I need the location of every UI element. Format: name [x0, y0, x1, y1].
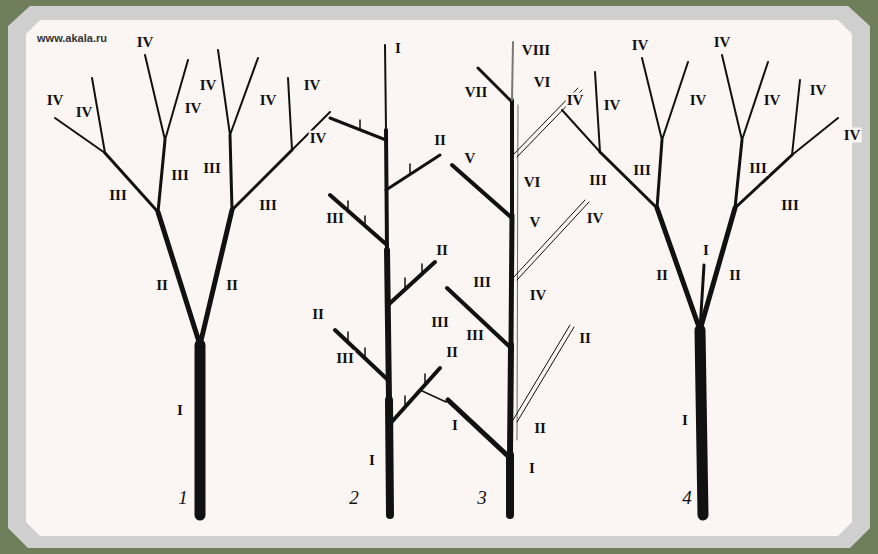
- branch-order: II: [433, 133, 447, 148]
- branch-order: III: [632, 163, 652, 178]
- branch-order: IV: [46, 93, 65, 108]
- branch-order: VII: [464, 85, 489, 100]
- trunk: [506, 455, 514, 515]
- branch-order: II: [435, 243, 449, 258]
- branch: [55, 50, 330, 153]
- branch-order: III: [325, 211, 345, 226]
- branch-order: IV: [199, 78, 218, 93]
- branch-order: II: [578, 331, 592, 346]
- branch: [330, 130, 440, 425]
- branch-order: III: [335, 351, 355, 366]
- figure-number: 2: [348, 488, 360, 507]
- branch-order: IV: [566, 93, 585, 108]
- branch-order: IV: [763, 93, 782, 108]
- branch: [562, 55, 838, 155]
- trunk: [510, 345, 511, 455]
- figure-number: 3: [476, 488, 488, 507]
- branch-order: II: [533, 421, 547, 436]
- panel: [26, 20, 852, 536]
- branch: [447, 100, 512, 348]
- branch-order: III: [780, 198, 800, 213]
- branch-order: III: [472, 275, 492, 290]
- figure-number: 1: [177, 488, 189, 507]
- branch-order: III: [258, 198, 278, 213]
- trunk: [195, 345, 206, 515]
- branch-order: VI: [533, 75, 552, 90]
- branch-order: IV: [809, 83, 828, 98]
- branch-order: III: [748, 161, 768, 176]
- branch-order: IV: [586, 211, 605, 226]
- branch-order: VI: [523, 175, 542, 190]
- branch-order: II: [728, 268, 742, 283]
- branch-order: V: [529, 215, 542, 230]
- frame: [8, 6, 870, 548]
- branch-order: IV: [689, 93, 708, 108]
- branch-order: III: [202, 161, 222, 176]
- branch-order: IV: [303, 78, 322, 93]
- branch-order: IV: [309, 131, 328, 146]
- watermark: www.akala.ru: [36, 33, 108, 44]
- branch-order: IV: [713, 35, 732, 50]
- branch-order: VIII: [521, 43, 551, 58]
- branch: [158, 210, 232, 345]
- branch-order: IV: [843, 128, 862, 143]
- branch-order: II: [311, 307, 325, 322]
- twig: [348, 120, 446, 406]
- branch-order: I: [368, 453, 376, 468]
- branch-order: III: [430, 315, 450, 330]
- figure-number: 4: [681, 488, 693, 507]
- branch-order: IV: [631, 38, 650, 53]
- branch-order: IV: [529, 288, 548, 303]
- branch-order: II: [155, 278, 169, 293]
- branch-order: III: [588, 173, 608, 188]
- trunk: [385, 45, 386, 130]
- branch-order: III: [170, 168, 190, 183]
- shoot: [513, 88, 589, 422]
- branch-order: IV: [184, 101, 203, 116]
- branch-order: V: [464, 151, 477, 166]
- branch: [105, 135, 292, 212]
- branch-order: I: [451, 418, 459, 433]
- branch-order: III: [108, 188, 128, 203]
- branch-order: I: [702, 243, 710, 258]
- branch-order: I: [681, 413, 689, 428]
- branch-order: II: [225, 278, 239, 293]
- branch: [600, 140, 792, 330]
- branch: [448, 215, 512, 458]
- branch-order: III: [465, 328, 485, 343]
- trunk: [700, 330, 703, 515]
- trunk: [389, 400, 390, 515]
- branch-order: I: [176, 403, 184, 418]
- branch-order: IV: [136, 35, 155, 50]
- branch-order: II: [655, 268, 669, 283]
- branch-order: IV: [603, 98, 622, 113]
- branch-order: I: [528, 461, 536, 476]
- shoot: [512, 42, 513, 100]
- branch-order: I: [394, 41, 402, 56]
- branch-order: II: [445, 345, 459, 360]
- branch-order: IV: [259, 93, 278, 108]
- branch-order: IV: [75, 105, 94, 120]
